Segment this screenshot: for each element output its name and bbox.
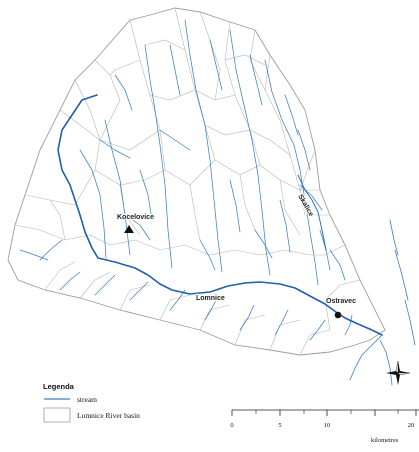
triangle-icon: [124, 225, 134, 233]
outflow-streams: [349, 219, 416, 386]
compass-rose-icon: [386, 360, 411, 385]
dot-icon: [334, 311, 342, 319]
kocelovice-label: Kocelovice: [117, 214, 154, 221]
skalice-river-line: [297, 174, 327, 251]
scale-tick-5: 5: [278, 422, 281, 429]
scale-tick-20: 20: [408, 422, 415, 429]
legend-basin-label: Lomnice River basin: [77, 411, 140, 420]
scale-bar: 0 5 10 20 kilometres: [230, 409, 419, 444]
main-river-line: [57, 94, 383, 336]
scale-tick-10: 10: [324, 422, 331, 429]
legend-stream-label: stream: [77, 395, 97, 404]
ostravec-label: Ostravec: [326, 298, 356, 305]
legend-basin-swatch: [43, 407, 71, 423]
scale-unit: kilometres: [371, 437, 399, 444]
lomnice-label: Lomnice: [196, 295, 225, 302]
scale-tick-0: 0: [230, 422, 233, 429]
legend: Legenda stream Lomnice River basin: [43, 382, 140, 423]
legend-title: Legenda: [43, 382, 75, 391]
